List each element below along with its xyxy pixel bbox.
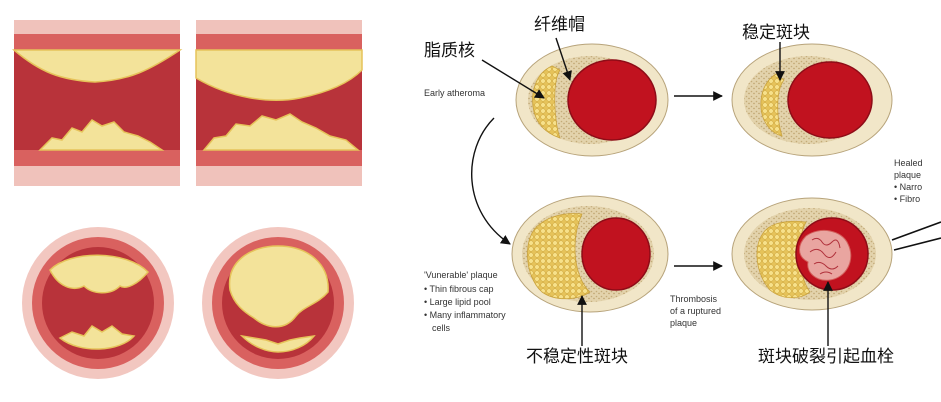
label-unstable-plaque: 不稳定性斑块 [526, 347, 628, 367]
pointer-lipid-core [481, 59, 545, 99]
label-lipid-core: 脂质核 [424, 41, 475, 61]
healed-line: • Narro [894, 182, 922, 192]
vulnerable-plaque-vessel [511, 195, 669, 313]
healed-line: plaque [894, 170, 921, 180]
healed-line: • Fibro [894, 194, 920, 204]
label-rupture-thrombosis: 斑块破裂引起血栓 [758, 347, 894, 367]
label-early-atheroma: Early atheroma [424, 88, 485, 98]
arrow-to-vulnerable [471, 117, 511, 245]
longitudinal-section-2 [195, 20, 363, 186]
pointer-fibrous-cap [555, 37, 572, 81]
longitudinal-section-1 [11, 20, 183, 186]
early-atheroma-vessel [515, 43, 669, 157]
thrombosis-line: plaque [670, 318, 697, 328]
vulnerable-item: • Many inflammatory [424, 310, 506, 320]
cross-section-2 [202, 227, 354, 379]
vulnerable-item: • Large lipid pool [424, 297, 491, 307]
label-stable-plaque: 稳定斑块 [742, 23, 810, 43]
ruptured-plaque-vessel [731, 197, 893, 311]
vulnerable-item: • Thin fibrous cap [424, 284, 494, 294]
stable-plaque-vessel [731, 43, 893, 157]
vulnerable-item: cells [432, 323, 451, 333]
thrombosis-line: Thrombosis [670, 294, 718, 304]
vulnerable-title: 'Vunerable' plaque [424, 270, 498, 280]
thrombosis-note: Thrombosis of a ruptured plaque [670, 294, 721, 328]
healed-plaque-note: Healed plaque • Narro • Fibro [894, 158, 923, 204]
vulnerable-plaque-notes: 'Vunerable' plaque • Thin fibrous cap • … [424, 270, 506, 333]
label-fibrous-cap: 纤维帽 [534, 15, 585, 35]
cross-section-1 [22, 227, 174, 379]
healed-plaque-partial [891, 221, 941, 251]
thrombosis-line: of a ruptured [670, 306, 721, 316]
healed-line: Healed [894, 158, 923, 168]
